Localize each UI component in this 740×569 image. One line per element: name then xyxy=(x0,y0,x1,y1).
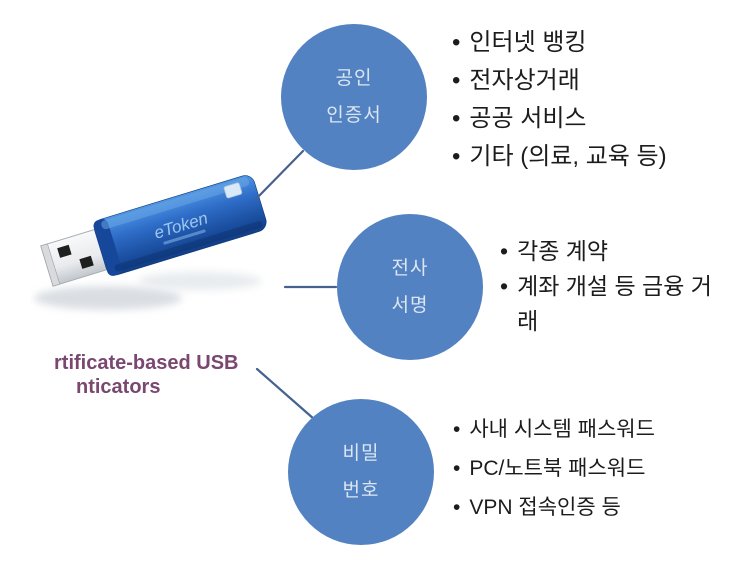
usb-connector-hole xyxy=(57,244,72,258)
connector-line-password xyxy=(255,367,316,421)
node-label: 번호 xyxy=(342,480,380,501)
bullet-icon: • xyxy=(453,418,461,441)
node-label: 전사 xyxy=(391,258,429,279)
bullet-text: 공공 서비스 xyxy=(469,105,587,132)
list-item: • VPN 접속인증 등 xyxy=(453,488,655,527)
usb-shadow xyxy=(34,272,262,310)
bullet-text: PC/노트북 패스워드 xyxy=(469,457,646,480)
bullet-icon: • xyxy=(452,29,461,56)
bullet-icon: • xyxy=(500,238,509,264)
list-item: • 사내 시스템 패스워드 xyxy=(453,410,655,449)
bullet-list-signature: • 각종 계약 • 계좌 개설 등 금융 거래 xyxy=(500,234,725,339)
bullet-text: 인터넷 뱅킹 xyxy=(469,29,587,56)
caption-line-2: nticators xyxy=(76,376,161,398)
bullet-text: 각종 계약 xyxy=(517,238,609,264)
node-circle-password: 비밀 번호 xyxy=(288,399,434,545)
bullet-icon: • xyxy=(500,273,509,299)
bullet-text: 계좌 개설 등 금융 거래 xyxy=(517,273,712,334)
usb-brand-text: eToken xyxy=(152,208,210,242)
bullet-icon: • xyxy=(453,496,461,519)
bullet-text: 사내 시스템 패스워드 xyxy=(469,418,655,441)
bullet-text: 기타 (의료, 교육 등) xyxy=(469,143,667,170)
list-item: • PC/노트북 패스워드 xyxy=(453,449,655,488)
usb-body: eToken xyxy=(93,175,267,276)
list-item: • 인터넷 뱅킹 xyxy=(452,24,667,62)
bullet-text: VPN 접속인증 등 xyxy=(469,496,621,519)
bullet-icon: • xyxy=(453,457,461,480)
node-label: 서명 xyxy=(391,295,429,316)
usb-lanyard-hole xyxy=(223,182,243,199)
usb-connector-hole xyxy=(79,255,94,269)
bullet-list-password: • 사내 시스템 패스워드 • PC/노트북 패스워드 • VPN 접속인증 등 xyxy=(453,410,655,527)
list-item: • 공공 서비스 xyxy=(452,100,667,138)
list-item: • 전자상거래 xyxy=(452,62,667,100)
bullet-icon: • xyxy=(452,105,461,132)
list-item: • 각종 계약 xyxy=(500,234,725,269)
node-label: 공인 xyxy=(335,68,373,89)
bullet-icon: • xyxy=(452,67,461,94)
usb-token-illustration: eToken xyxy=(34,175,267,310)
node-label: 비밀 xyxy=(342,443,380,464)
list-item: • 기타 (의료, 교육 등) xyxy=(452,138,667,176)
node-circle-certificate: 공인 인증서 xyxy=(281,24,427,170)
node-label: 인증서 xyxy=(326,105,382,126)
node-circle-signature: 전사 서명 xyxy=(337,214,483,360)
bullet-text: 전자상거래 xyxy=(469,67,580,94)
list-item: • 계좌 개설 등 금융 거래 xyxy=(500,269,725,339)
caption-line-1: rtificate-based USB xyxy=(54,352,239,374)
bullet-list-certificate: • 인터넷 뱅킹 • 전자상거래 • 공공 서비스 • 기타 (의료, 교육 등) xyxy=(452,24,667,176)
usb-connector xyxy=(40,228,110,287)
connector-line-certificate xyxy=(254,149,305,201)
bullet-icon: • xyxy=(452,143,461,170)
